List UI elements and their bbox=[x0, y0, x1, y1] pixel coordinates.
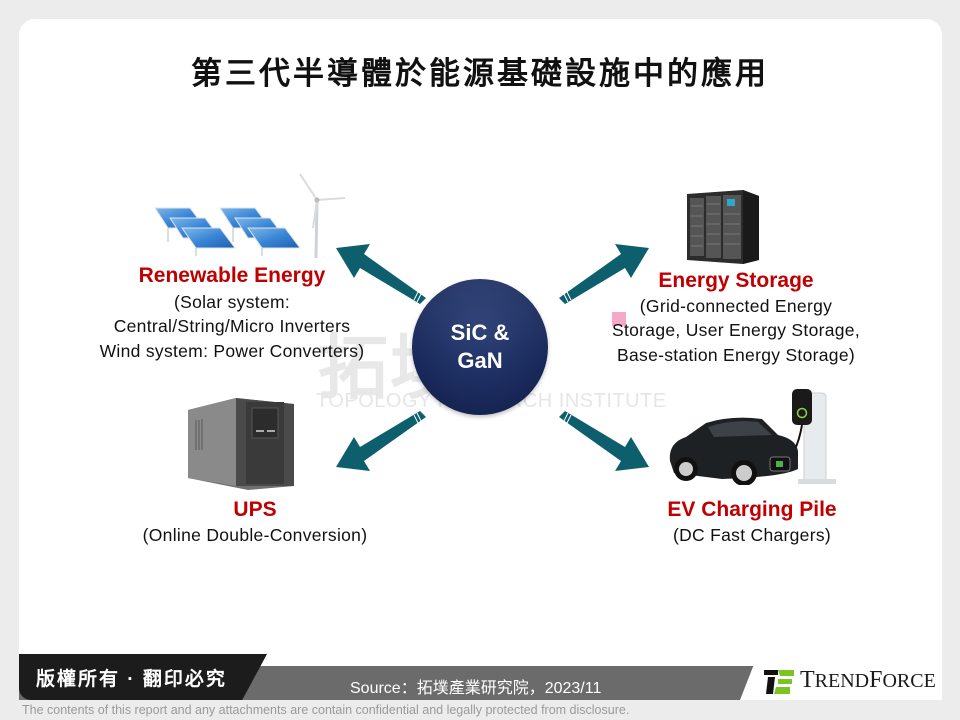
disclaimer-text: The contents of this report and any atta… bbox=[22, 703, 630, 717]
ups-heading: UPS bbox=[233, 498, 277, 521]
arrow-down-left-icon bbox=[336, 411, 426, 471]
slide-title: 第三代半導體於能源基礎設施中的應用 bbox=[191, 56, 769, 92]
arrow-up-right-icon bbox=[559, 244, 649, 304]
renewable-energy-line3: Wind system: Power Converters) bbox=[99, 341, 365, 361]
solar-panels-wind-turbine-icon bbox=[154, 173, 346, 259]
source-citation: Source：拓墣產業研究院，2023/11 bbox=[350, 680, 602, 697]
energy-storage-line1: (Grid-connected Energy bbox=[639, 296, 833, 316]
ups-line1: (Online Double-Conversion) bbox=[142, 525, 368, 545]
energy-storage-cabinet-icon bbox=[687, 190, 759, 264]
trendforce-wordmark: TRENDFORCE bbox=[800, 667, 936, 693]
renewable-energy-line2: Central/String/Micro Inverters bbox=[113, 316, 351, 336]
pink-marker bbox=[612, 312, 626, 326]
energy-storage-heading: Energy Storage bbox=[658, 269, 814, 292]
ev-charging-line1: (DC Fast Chargers) bbox=[672, 525, 832, 545]
hub-label-line1: SiC & bbox=[450, 320, 510, 345]
copyright-notice: 版權所有 · 翻印必究 bbox=[36, 669, 227, 690]
footer-copyright-bar bbox=[19, 654, 267, 700]
renewable-energy-heading: Renewable Energy bbox=[138, 264, 326, 287]
ups-unit-icon bbox=[188, 398, 294, 490]
energy-storage-line2: Storage, User Energy Storage, bbox=[612, 320, 860, 340]
arrow-up-left-icon bbox=[336, 244, 426, 304]
energy-storage-line3: Base-station Energy Storage) bbox=[617, 345, 855, 365]
hub-label-line2: GaN bbox=[457, 348, 503, 373]
arrow-down-right-icon bbox=[559, 411, 649, 471]
ev-car-charger-icon bbox=[669, 389, 836, 485]
trendforce-mark-icon bbox=[764, 669, 794, 694]
sic-gan-hub: SiC & GaN bbox=[412, 279, 548, 415]
renewable-energy-line1: (Solar system: bbox=[173, 292, 291, 312]
trendforce-logo: TRENDFORCE bbox=[764, 667, 936, 694]
logo-panel bbox=[740, 638, 942, 700]
ev-charging-heading: EV Charging Pile bbox=[667, 498, 837, 521]
